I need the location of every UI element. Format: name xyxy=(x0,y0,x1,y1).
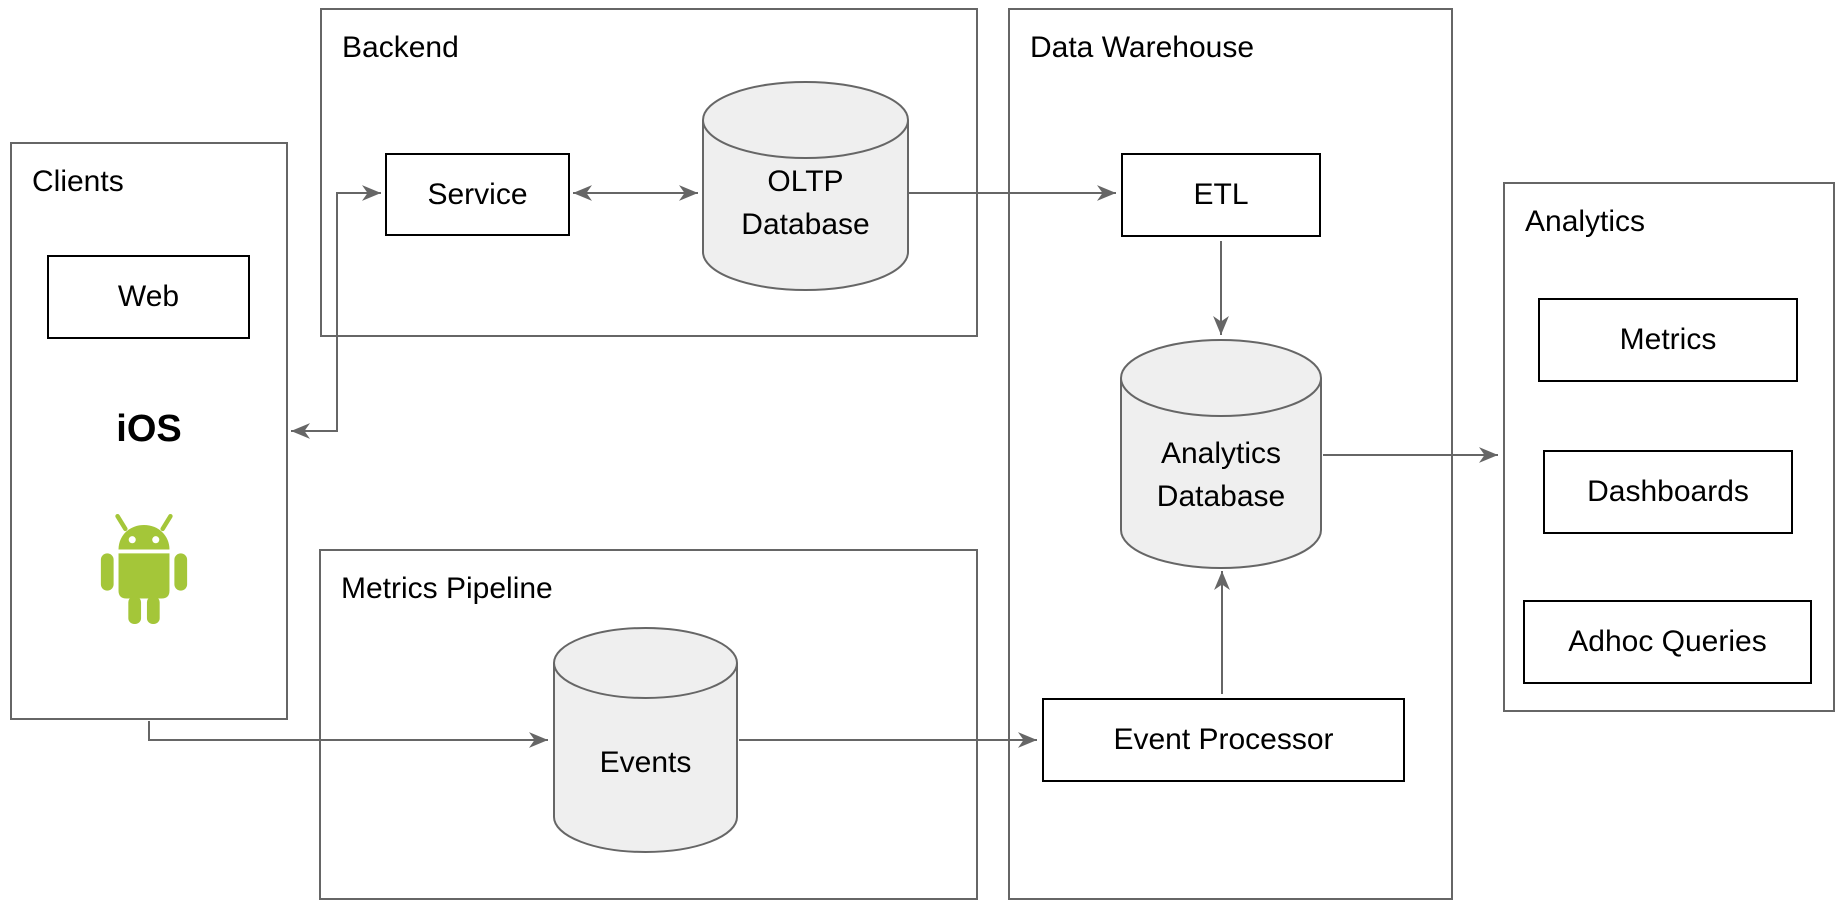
node-event-processor: Event Processor xyxy=(1042,698,1405,782)
node-metrics: Metrics xyxy=(1538,298,1798,382)
node-adhoc-queries-label: Adhoc Queries xyxy=(1568,625,1767,658)
node-event-processor-label: Event Processor xyxy=(1113,723,1334,756)
group-analytics-label: Analytics xyxy=(1525,205,1646,238)
node-web-label: Web xyxy=(117,280,180,313)
group-backend: Backend Service OLTP Database xyxy=(320,8,978,337)
group-clients-label: Clients xyxy=(32,165,124,198)
node-oltp-database-label: OLTP Database xyxy=(741,165,870,241)
events-cylinder xyxy=(553,627,738,853)
oltp-database-cylinder xyxy=(702,81,909,291)
node-service-label: Service xyxy=(427,177,528,211)
node-dashboards: Dashboards xyxy=(1543,450,1793,534)
group-clients: Clients Web iOS xyxy=(10,142,288,720)
node-adhoc-queries: Adhoc Queries xyxy=(1523,600,1812,684)
group-metrics-pipeline: Metrics Pipeline Events xyxy=(319,549,978,900)
android-icon xyxy=(100,513,188,624)
node-dashboards-label: Dashboards xyxy=(1587,475,1749,508)
group-backend-label: Backend xyxy=(342,31,459,64)
node-service: Service xyxy=(385,153,570,236)
group-data-warehouse: Data Warehouse ETL Analytics Database Ev… xyxy=(1008,8,1453,900)
node-web: Web xyxy=(47,255,250,339)
group-data-warehouse-label: Data Warehouse xyxy=(1030,31,1255,64)
group-metrics-pipeline-label: Metrics Pipeline xyxy=(341,572,553,605)
analytics-database-cylinder xyxy=(1120,339,1322,569)
node-metrics-label: Metrics xyxy=(1619,323,1717,356)
group-analytics: Analytics Metrics Dashboards Adhoc Queri… xyxy=(1503,182,1835,712)
node-etl-label: ETL xyxy=(1193,178,1249,211)
node-etl: ETL xyxy=(1121,153,1321,237)
node-ios-label: iOS xyxy=(116,408,182,450)
node-events-label: Events xyxy=(599,746,692,779)
node-analytics-database-label: Analytics Database xyxy=(1156,437,1286,513)
